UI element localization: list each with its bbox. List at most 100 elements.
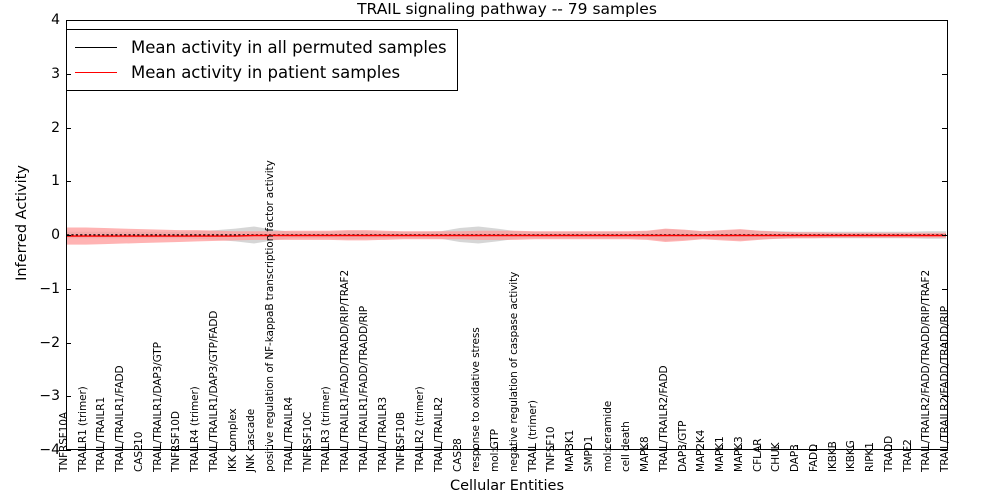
- y-tick-mark: [66, 235, 71, 237]
- y-tick-mark: [942, 127, 947, 129]
- y-tick-mark: [942, 288, 947, 290]
- x-tick-mark: [178, 445, 180, 450]
- x-tick-label: mol:GTP: [489, 429, 502, 472]
- x-tick-label: TRAIL/TRAILR4: [282, 396, 295, 472]
- x-tick-label: SMPD1: [582, 435, 595, 472]
- plot-area: [66, 20, 948, 450]
- x-tick-label: TRAIL/TRAILR3: [376, 396, 389, 472]
- y-tick-mark: [942, 20, 947, 22]
- x-tick-mark: [215, 445, 217, 450]
- y-tick-label: 1: [51, 173, 60, 190]
- x-tick-mark: [272, 445, 274, 450]
- x-tick-label: MAPK1: [714, 436, 727, 472]
- x-tick-mark: [647, 445, 649, 450]
- x-tick-mark: [797, 445, 799, 450]
- x-tick-label: IKBKB: [826, 441, 839, 472]
- x-tick-label: TNFRSF10B: [395, 412, 408, 472]
- y-tick-mark: [66, 20, 71, 22]
- x-tick-label: TRAIL/TRAILR1/FADD/TRADD/RIP: [357, 306, 370, 472]
- x-tick-mark: [778, 445, 780, 450]
- x-tick-mark: [722, 445, 724, 450]
- x-tick-label: CHUK: [770, 442, 783, 472]
- y-tick-mark: [942, 450, 947, 452]
- x-tick-label: TRAILR2 (trimer): [414, 386, 427, 472]
- x-tick-label: response to oxidative stress: [470, 327, 483, 472]
- x-tick-label: TNFRSF10C: [301, 411, 314, 472]
- x-tick-mark: [497, 445, 499, 450]
- x-tick-label: TRAIL/TRAILR1: [95, 396, 108, 472]
- x-tick-mark: [309, 445, 311, 450]
- x-tick-mark: [759, 445, 761, 450]
- x-tick-label: TRAIL/TRAILR1/DAP3/GTP/FADD: [207, 310, 220, 472]
- y-tick-label: 0: [51, 227, 60, 243]
- y-tick-mark: [66, 342, 71, 344]
- x-tick-mark: [834, 445, 836, 450]
- x-tick-mark: [103, 445, 105, 450]
- x-tick-label: TRAIL (trimer): [526, 400, 539, 472]
- y-tick-label: −4: [39, 442, 60, 458]
- x-tick-mark: [84, 445, 86, 450]
- x-tick-mark: [384, 445, 386, 450]
- x-tick-mark: [234, 445, 236, 450]
- x-tick-mark: [815, 445, 817, 450]
- x-tick-mark: [553, 445, 555, 450]
- x-tick-mark: [703, 445, 705, 450]
- x-tick-mark: [459, 445, 461, 450]
- x-tick-mark: [609, 445, 611, 450]
- x-tick-label: TRAILR1 (trimer): [76, 386, 89, 472]
- x-tick-mark: [684, 445, 686, 450]
- y-tick-mark: [66, 288, 71, 290]
- y-tick-mark: [66, 127, 71, 129]
- x-tick-mark: [515, 445, 517, 450]
- x-tick-label: IKK complex: [226, 408, 239, 472]
- x-tick-label: TRADD: [882, 435, 895, 472]
- x-tick-mark: [890, 445, 892, 450]
- x-tick-label: positive regulation of NF-kappaB transcr…: [264, 160, 277, 472]
- x-tick-mark: [928, 445, 930, 450]
- x-tick-label: negative regulation of caspase activity: [507, 271, 520, 472]
- legend-swatch: [75, 47, 117, 48]
- x-tick-label: cell death: [620, 421, 633, 472]
- x-tick-mark: [572, 445, 574, 450]
- y-tick-mark: [66, 181, 71, 183]
- plot-canvas: [67, 226, 947, 245]
- x-tick-label: TRAIL/TRAILR1/FADD: [114, 365, 127, 472]
- x-tick-label: CFLAR: [751, 438, 764, 472]
- y-tick-label: −2: [39, 334, 60, 351]
- x-tick-label: JNK cascade: [245, 408, 258, 472]
- series-line: [67, 234, 947, 237]
- x-tick-label: RIPK1: [864, 442, 877, 472]
- x-tick-label: MAP2K4: [695, 429, 708, 472]
- x-tick-label: TNFSF10: [545, 426, 558, 473]
- x-tick-mark: [197, 445, 199, 450]
- x-tick-mark: [947, 445, 948, 450]
- legend-item: Mean activity in all permuted samples: [75, 35, 447, 60]
- legend-swatch: [75, 72, 117, 73]
- x-tick-mark: [122, 445, 124, 450]
- y-tick-mark: [66, 450, 71, 452]
- y-tick-mark: [942, 235, 947, 237]
- x-tick-label: DAP3: [789, 444, 802, 472]
- x-tick-label: TRAIL/TRAILR1/FADD/TRADD/RIP/TRAF2: [339, 269, 352, 472]
- x-tick-mark: [534, 445, 536, 450]
- x-tick-mark: [440, 445, 442, 450]
- x-tick-mark: [909, 445, 911, 450]
- x-tick-mark: [159, 445, 161, 450]
- x-tick-mark: [628, 445, 630, 450]
- x-tick-mark: [347, 445, 349, 450]
- x-tick-label: TRAILR4 (trimer): [189, 386, 202, 472]
- x-tick-mark: [665, 445, 667, 450]
- x-tick-label: TRAF2: [901, 439, 914, 472]
- x-tick-label: FADD: [807, 443, 820, 472]
- y-tick-mark: [942, 181, 947, 183]
- legend-label: Mean activity in all permuted samples: [131, 37, 447, 57]
- x-axis-title: Cellular Entities: [449, 478, 565, 494]
- x-tick-label: TRAIL/TRAILR2/FADD: [657, 365, 670, 472]
- x-tick-mark: [253, 445, 255, 450]
- x-tick-label: TRAIL/TRAILR1/DAP3/GTP: [151, 342, 164, 472]
- y-tick-mark: [942, 342, 947, 344]
- x-tick-mark: [290, 445, 292, 450]
